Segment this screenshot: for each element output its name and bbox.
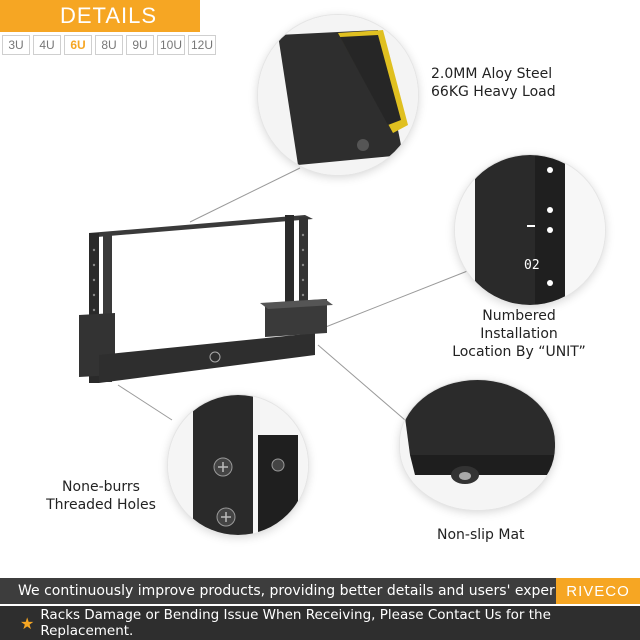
mat-detail-circle [400, 380, 555, 510]
steel-caption-line2: 66KG Heavy Load [431, 84, 556, 100]
size-tab-6u[interactable]: 6U [64, 35, 92, 55]
holes-caption: None-burrs Threaded Holes [46, 478, 156, 514]
replacement-notice-text: Racks Damage or Bending Issue When Recei… [40, 607, 551, 639]
numbered-caption: Numbered Installation Location By “UNIT” [444, 307, 594, 361]
replacement-notice: ★ Racks Damage or Bending Issue When Rec… [0, 606, 640, 640]
numbered-caption-line1: Numbered Installation [480, 308, 558, 342]
size-selector: 3U 4U 6U 8U 9U 10U 12U [2, 35, 216, 55]
steel-caption: 2.0MM Aloy Steel 66KG Heavy Load [431, 65, 556, 101]
size-tab-9u[interactable]: 9U [126, 35, 154, 55]
size-tab-12u[interactable]: 12U [188, 35, 216, 55]
numbered-detail-circle [455, 155, 605, 305]
size-tab-4u[interactable]: 4U [33, 35, 61, 55]
size-tab-10u[interactable]: 10U [157, 35, 185, 55]
numbered-caption-line2: Location By “UNIT” [452, 344, 586, 360]
size-tab-8u[interactable]: 8U [95, 35, 123, 55]
footer-message: We continuously improve products, provid… [0, 578, 640, 604]
holes-caption-line2: Threaded Holes [46, 497, 156, 513]
rack-product-image [79, 215, 333, 383]
steel-caption-line1: 2.0MM Aloy Steel [431, 66, 553, 82]
unit-number-label: 02 [524, 258, 540, 273]
mat-caption: Non-slip Mat [437, 527, 525, 543]
size-tab-3u[interactable]: 3U [2, 35, 30, 55]
holes-detail-circle [168, 395, 308, 535]
holes-caption-line1: None-burrs [62, 479, 140, 495]
steel-detail-circle [258, 15, 418, 175]
brand-logo: RIVECO [556, 578, 640, 604]
star-icon: ★ [20, 613, 35, 633]
details-title: DETAILS [0, 0, 200, 32]
